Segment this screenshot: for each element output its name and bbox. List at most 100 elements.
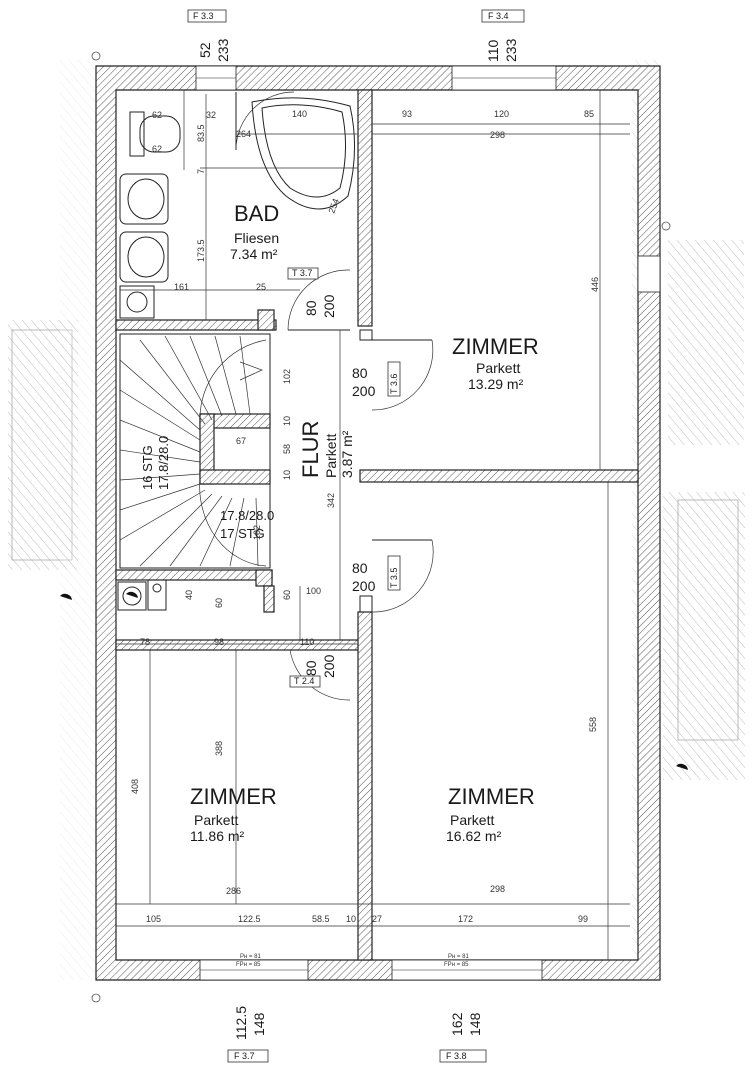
room-floor: Parkett <box>476 360 520 376</box>
dim: 58 <box>282 444 292 454</box>
room-floor: Parkett <box>450 812 494 828</box>
door-swings <box>235 91 434 701</box>
dim: 342 <box>326 493 336 508</box>
room-bad: BAD Fliesen 7.34 m² <box>230 201 279 262</box>
door-tag-t36: 80 200 T 3.6 <box>352 361 401 399</box>
dim: 408 <box>130 779 140 794</box>
dim: 298 <box>490 884 505 894</box>
door-tag-t35: 80 200 T 3.5 <box>352 555 401 594</box>
dim: 67 <box>236 436 246 446</box>
dim: 298 <box>490 130 505 140</box>
dim: 446 <box>590 277 600 292</box>
dim: 78 <box>140 637 150 647</box>
dimension-lines <box>116 90 630 960</box>
window-height: 148 <box>467 1012 483 1036</box>
room-floor: Parkett <box>323 434 339 478</box>
dim: 10 <box>282 470 292 480</box>
door-height: 200 <box>321 654 337 678</box>
dim: 40 <box>184 590 194 600</box>
stair-steps: 16 STG <box>140 445 155 490</box>
dim: 100 <box>306 586 321 596</box>
dim: 60 <box>282 590 292 600</box>
room-name: ZIMMER <box>448 784 535 809</box>
dim: 122.5 <box>238 914 261 924</box>
door-width: 80 <box>352 560 368 576</box>
room-name: ZIMMER <box>190 784 277 809</box>
door-tag: T 2.4 <box>294 676 314 686</box>
door-tag: T 3.7 <box>292 268 312 278</box>
window-width: 110 <box>485 39 501 62</box>
dim: 7 <box>196 169 206 174</box>
room-name: FLUR <box>298 421 323 478</box>
window-tag-f38: 162 148 F 3.8 <box>439 1012 487 1063</box>
window-tag: F 3.7 <box>234 1051 255 1061</box>
dim: 161 <box>174 282 189 292</box>
dim: 62 <box>152 110 162 120</box>
door-width: 80 <box>303 300 319 316</box>
window-tag: F 3.3 <box>193 11 214 21</box>
dim: 172 <box>458 914 473 924</box>
room-zimmer-1: ZIMMER Parkett 13.29 m² <box>452 334 539 392</box>
parapet-height: FPн = 85 <box>444 962 469 968</box>
dim: 558 <box>588 717 598 732</box>
dim: 254 <box>326 197 341 215</box>
corner-marks <box>91 51 671 1003</box>
dim: 120 <box>494 109 509 119</box>
dim: 32 <box>206 110 216 120</box>
window-width: 52 <box>197 42 213 58</box>
window-height: 148 <box>251 1012 267 1036</box>
dim: 93 <box>402 109 412 119</box>
dim: 105 <box>146 914 161 924</box>
window-openings <box>195 65 661 981</box>
window-width: 162 <box>449 1012 465 1036</box>
dim: 388 <box>214 741 224 756</box>
room-area: 7.34 m² <box>230 246 278 262</box>
staircase <box>119 333 271 569</box>
inner-walls <box>115 89 639 961</box>
dim: 173.5 <box>196 239 206 262</box>
room-name: ZIMMER <box>452 334 539 359</box>
room-area: 13.29 m² <box>468 376 524 392</box>
room-flur: FLUR Parkett 3.87 m² <box>298 421 355 478</box>
door-width: 80 <box>352 365 368 381</box>
dim: 102 <box>282 369 292 384</box>
room-zimmer-2: ZIMMER Parkett 11.86 m² <box>190 784 277 844</box>
window-tag: F 3.4 <box>488 11 509 21</box>
window-width: 112.5 <box>233 1006 249 1040</box>
room-area: 3.87 m² <box>339 430 355 478</box>
dim: 25 <box>256 282 266 292</box>
dim: 99 <box>578 914 588 924</box>
window-tag-f37: 112.5 148 F 3.7 <box>227 1006 269 1063</box>
parapet-labels: Pн = 81 FPн = 85 Pн = 81 FPн = 85 <box>236 954 469 968</box>
stair-ratio-lower: 17.8/28.0 <box>220 508 274 523</box>
stair-ratio: 17.8/28.0 <box>156 436 171 490</box>
dim: 102 <box>252 525 262 540</box>
room-floor: Fliesen <box>234 230 279 246</box>
dim: 58.5 <box>312 914 330 924</box>
door-width: 80 <box>303 660 319 676</box>
dim: 62 <box>152 144 162 154</box>
parapet-height: Pн = 81 <box>240 954 261 960</box>
door-height: 200 <box>352 578 376 594</box>
parapet-height: Pн = 81 <box>448 954 469 960</box>
room-name: BAD <box>234 201 279 226</box>
dim: 110 <box>300 637 314 647</box>
dim: 264 <box>236 129 251 139</box>
dim: 10 <box>346 914 356 924</box>
room-area: 16.62 m² <box>446 828 502 844</box>
window-tag-f34: F 3.4 110 233 <box>481 9 525 62</box>
bathroom-fixtures <box>119 90 358 319</box>
room-floor: Parkett <box>194 812 238 828</box>
door-height: 200 <box>352 383 376 399</box>
stair-steps-lower: 17 STG <box>220 526 265 541</box>
dim: 83.5 <box>196 124 206 142</box>
dimension-labels: 62 62 32 83.5 7 173.5 161 25 264 140 254… <box>130 109 600 924</box>
door-tag-t37: T 3.7 80 200 <box>287 267 337 318</box>
door-height: 200 <box>321 294 337 318</box>
outer-wall <box>95 65 661 981</box>
dim: 140 <box>292 109 307 119</box>
stair-label-upper: 16 STG 17.8/28.0 <box>140 436 171 490</box>
dim: 27 <box>372 914 382 924</box>
dim: 286 <box>226 886 241 896</box>
